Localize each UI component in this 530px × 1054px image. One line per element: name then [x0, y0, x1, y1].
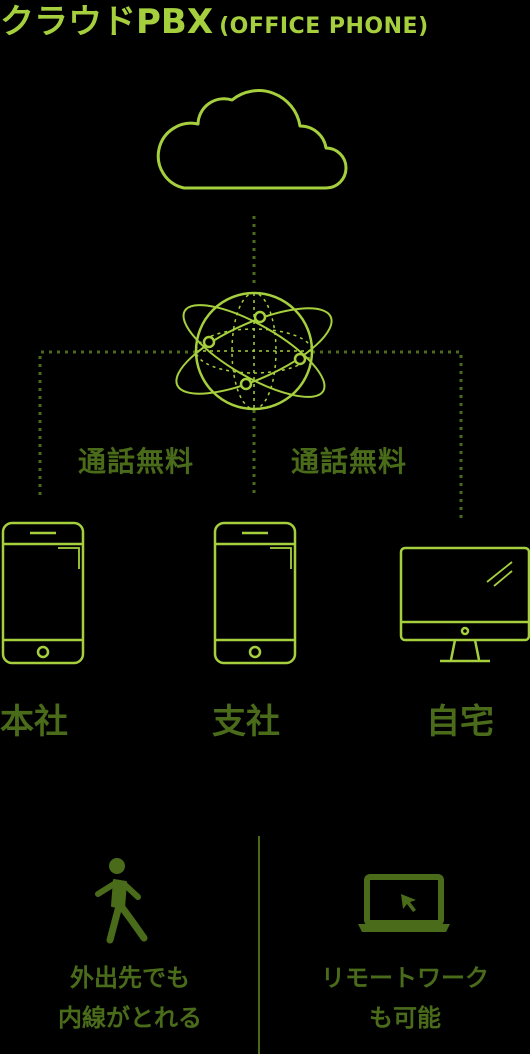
location-label-headquarters: 本社: [0, 702, 68, 742]
feature-line: リモートワーク: [321, 964, 489, 992]
location-label-branch: 支社: [212, 702, 280, 742]
free-call-label-right: 通話無料: [291, 445, 408, 478]
page-title: クラウドPBX(OFFICE PHONE): [0, 0, 429, 50]
feature-outside-extension: 外出先でも 内線がとれる: [10, 958, 250, 1038]
feature-line: 外出先でも: [70, 964, 190, 992]
right-connector-line: [312, 350, 463, 522]
connection-lines: [38, 216, 463, 522]
walking-person-icon: [95, 858, 148, 944]
title-main: クラウドPBX: [0, 2, 214, 42]
cloud-icon: [156, 89, 348, 190]
feature-line: も可能: [369, 1004, 441, 1032]
title-sub: (OFFICE PHONE): [219, 14, 429, 39]
smartphone-icon-center: [213, 521, 297, 665]
smartphone-icon-left: [1, 521, 85, 665]
feature-line: 内線がとれる: [58, 1004, 202, 1032]
globe-network-icon: [175, 291, 333, 411]
location-label-home: 自宅: [426, 702, 494, 742]
free-call-label-left: 通話無料: [78, 445, 195, 478]
laptop-cursor-icon: [358, 874, 450, 932]
desktop-monitor-icon: [399, 546, 530, 663]
feature-remote-work: リモートワーク も可能: [280, 958, 530, 1038]
